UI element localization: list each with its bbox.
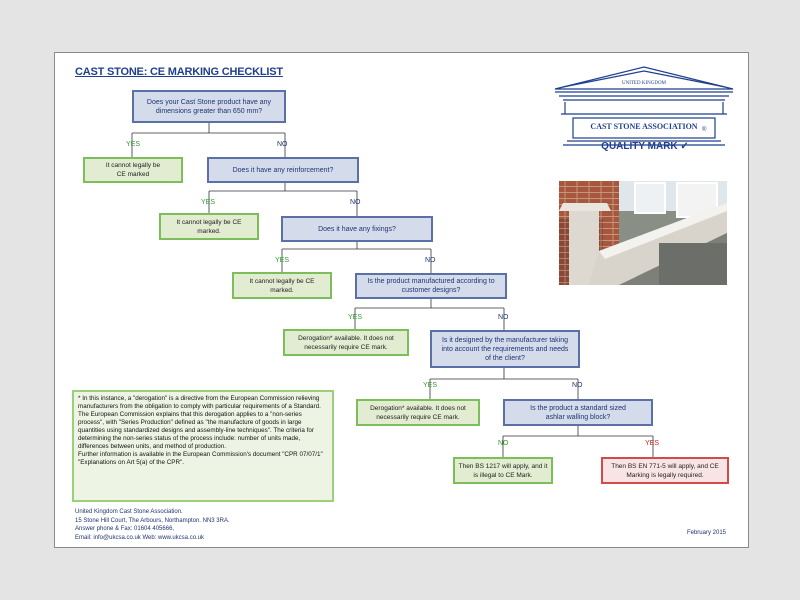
logo-country: UNITED KINGDOM — [621, 81, 667, 86]
outcome-bs-1217: Then BS 1217 will apply, and it is illeg… — [453, 457, 553, 484]
question-customer-designs: Is the product manufactured according to… — [355, 273, 507, 299]
pediment-logo-icon — [554, 66, 734, 146]
question-designed-by-manufacturer: Is it designed by the manufacturer takin… — [430, 330, 580, 368]
outcome-cannot-ce-mark: It cannot legally be CE marked. — [159, 213, 259, 240]
building-photo-icon — [559, 181, 727, 285]
yes-label: YES — [423, 382, 438, 389]
yes-label: YES — [275, 257, 290, 264]
question-reinforcement: Does it have any reinforcement? — [207, 157, 359, 183]
cast-stone-association-logo: UNITED KINGDOM CAST STONE ASSOCIATION ® … — [551, 63, 737, 163]
outcome-cannot-ce-mark: It cannot legally be CE marked — [83, 157, 183, 183]
logo-quality-mark: QUALITY MARK ✓ — [601, 141, 689, 152]
outcome-cannot-ce-mark: It cannot legally be CE marked. — [232, 272, 332, 299]
flowchart-connectors — [131, 122, 654, 457]
yes-label: YES — [201, 199, 216, 206]
outcome-derogation: Derogation* available. It does not neces… — [356, 399, 480, 426]
no-label: NO — [277, 141, 288, 148]
question-fixings: Does it have any fixings? — [281, 216, 433, 242]
cast-stone-photo — [559, 181, 727, 285]
question-dimensions: Does your Cast Stone product have any di… — [132, 90, 286, 123]
yes-label: YES — [348, 314, 363, 321]
outcome-derogation: Derogation* available. It does not neces… — [283, 329, 409, 356]
logo-name: CAST STONE ASSOCIATION — [590, 122, 698, 131]
association-address: United Kingdom Cast Stone Association. 1… — [75, 509, 230, 541]
question-ashlar-block: Is the product a standard sized ashlar w… — [503, 399, 653, 426]
page-title: CAST STONE: CE MARKING CHECKLIST — [75, 66, 283, 78]
checklist-sheet: CAST STONE: CE MARKING CHECKLIST — [54, 52, 749, 548]
no-label: NO — [498, 314, 509, 321]
derogation-footnote: * In this instance, a "derogation" is a … — [72, 390, 334, 502]
no-label: NO — [350, 199, 361, 206]
yes-label: YES — [126, 141, 141, 148]
logo-registered: ® — [702, 127, 707, 133]
no-label: NO — [425, 257, 436, 264]
yes-label: YES — [645, 440, 660, 447]
no-label: NO — [498, 440, 509, 447]
outcome-bs-en-771-5: Then BS EN 771-5 will apply, and CE Mark… — [601, 457, 729, 484]
no-label: NO — [572, 382, 583, 389]
publication-date: February 2015 — [686, 530, 726, 536]
